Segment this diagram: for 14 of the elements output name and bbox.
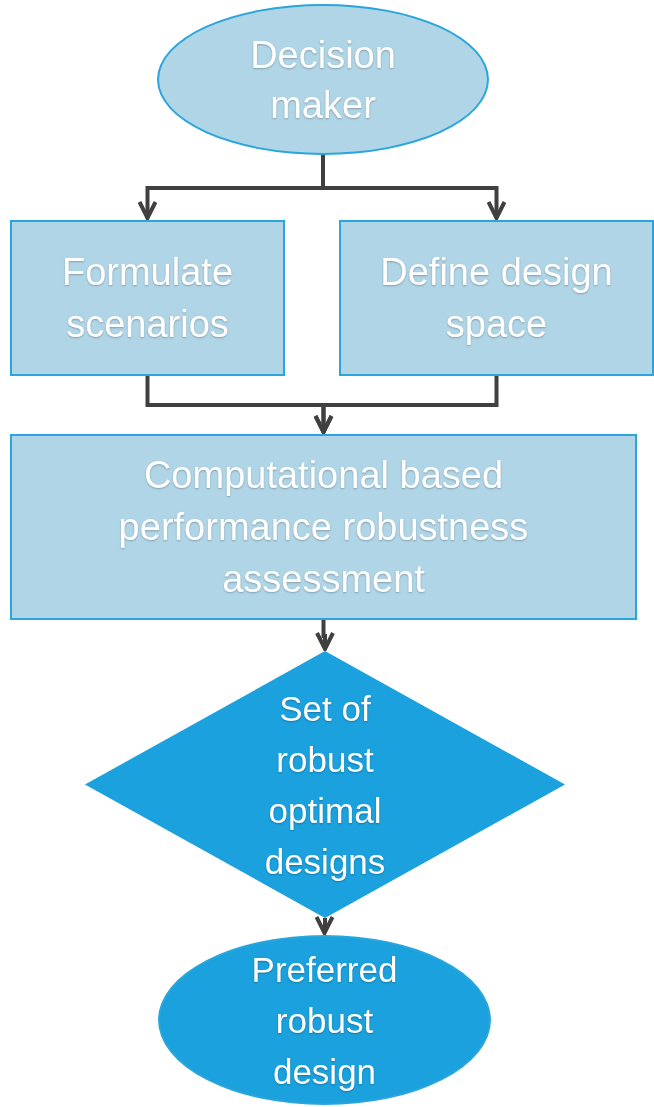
arrow bbox=[314, 915, 335, 935]
node-label: Define design space bbox=[379, 250, 614, 347]
arrow bbox=[313, 376, 499, 434]
node-label: Set of robust optimal designs bbox=[263, 687, 387, 883]
arrow bbox=[321, 155, 507, 220]
node-label: Decision maker bbox=[249, 32, 397, 128]
node-label: Computational based performance robustness assessment bbox=[117, 453, 530, 602]
decision-diamond bbox=[85, 651, 565, 918]
node-label: Preferred robust design bbox=[250, 948, 399, 1093]
arrow bbox=[315, 620, 335, 651]
process-box bbox=[10, 220, 285, 376]
process-box bbox=[339, 220, 654, 376]
process-box bbox=[10, 434, 637, 620]
node-label: Formulate scenarios bbox=[60, 250, 235, 347]
